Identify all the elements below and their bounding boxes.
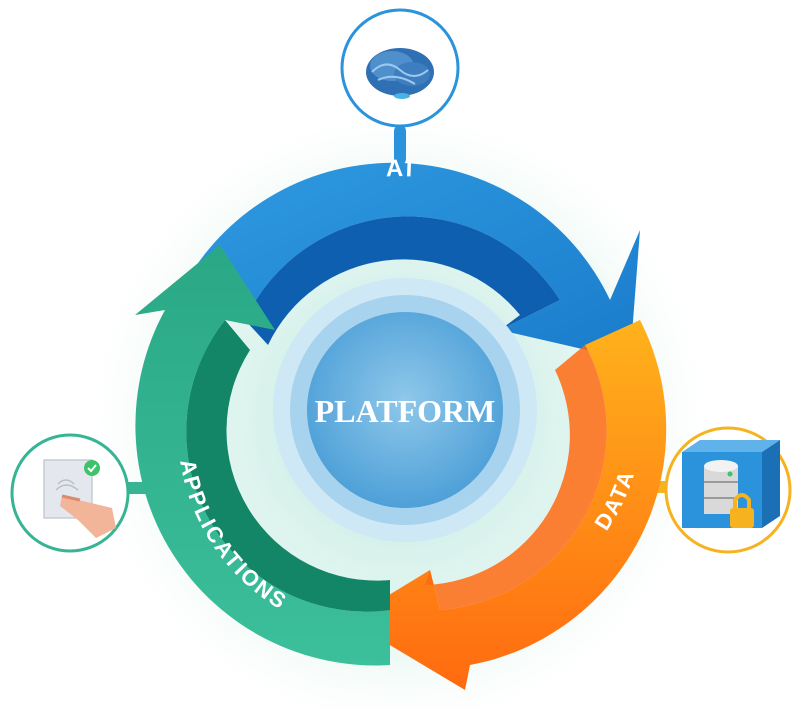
brain-icon [366, 48, 434, 99]
platform-label: PLATFORM [315, 393, 496, 429]
ai-node[interactable] [340, 8, 460, 128]
database-lock-icon [682, 440, 780, 528]
data-node[interactable] [664, 426, 792, 554]
ai-arc[interactable] [190, 162, 640, 360]
applications-arc[interactable] [135, 245, 390, 666]
platform-core[interactable]: PLATFORM [273, 278, 537, 542]
ai-label: AI [386, 155, 415, 183]
data-arc[interactable] [348, 320, 667, 690]
applications-node[interactable] [10, 433, 130, 553]
fingerprint-touch-icon [43, 459, 116, 538]
